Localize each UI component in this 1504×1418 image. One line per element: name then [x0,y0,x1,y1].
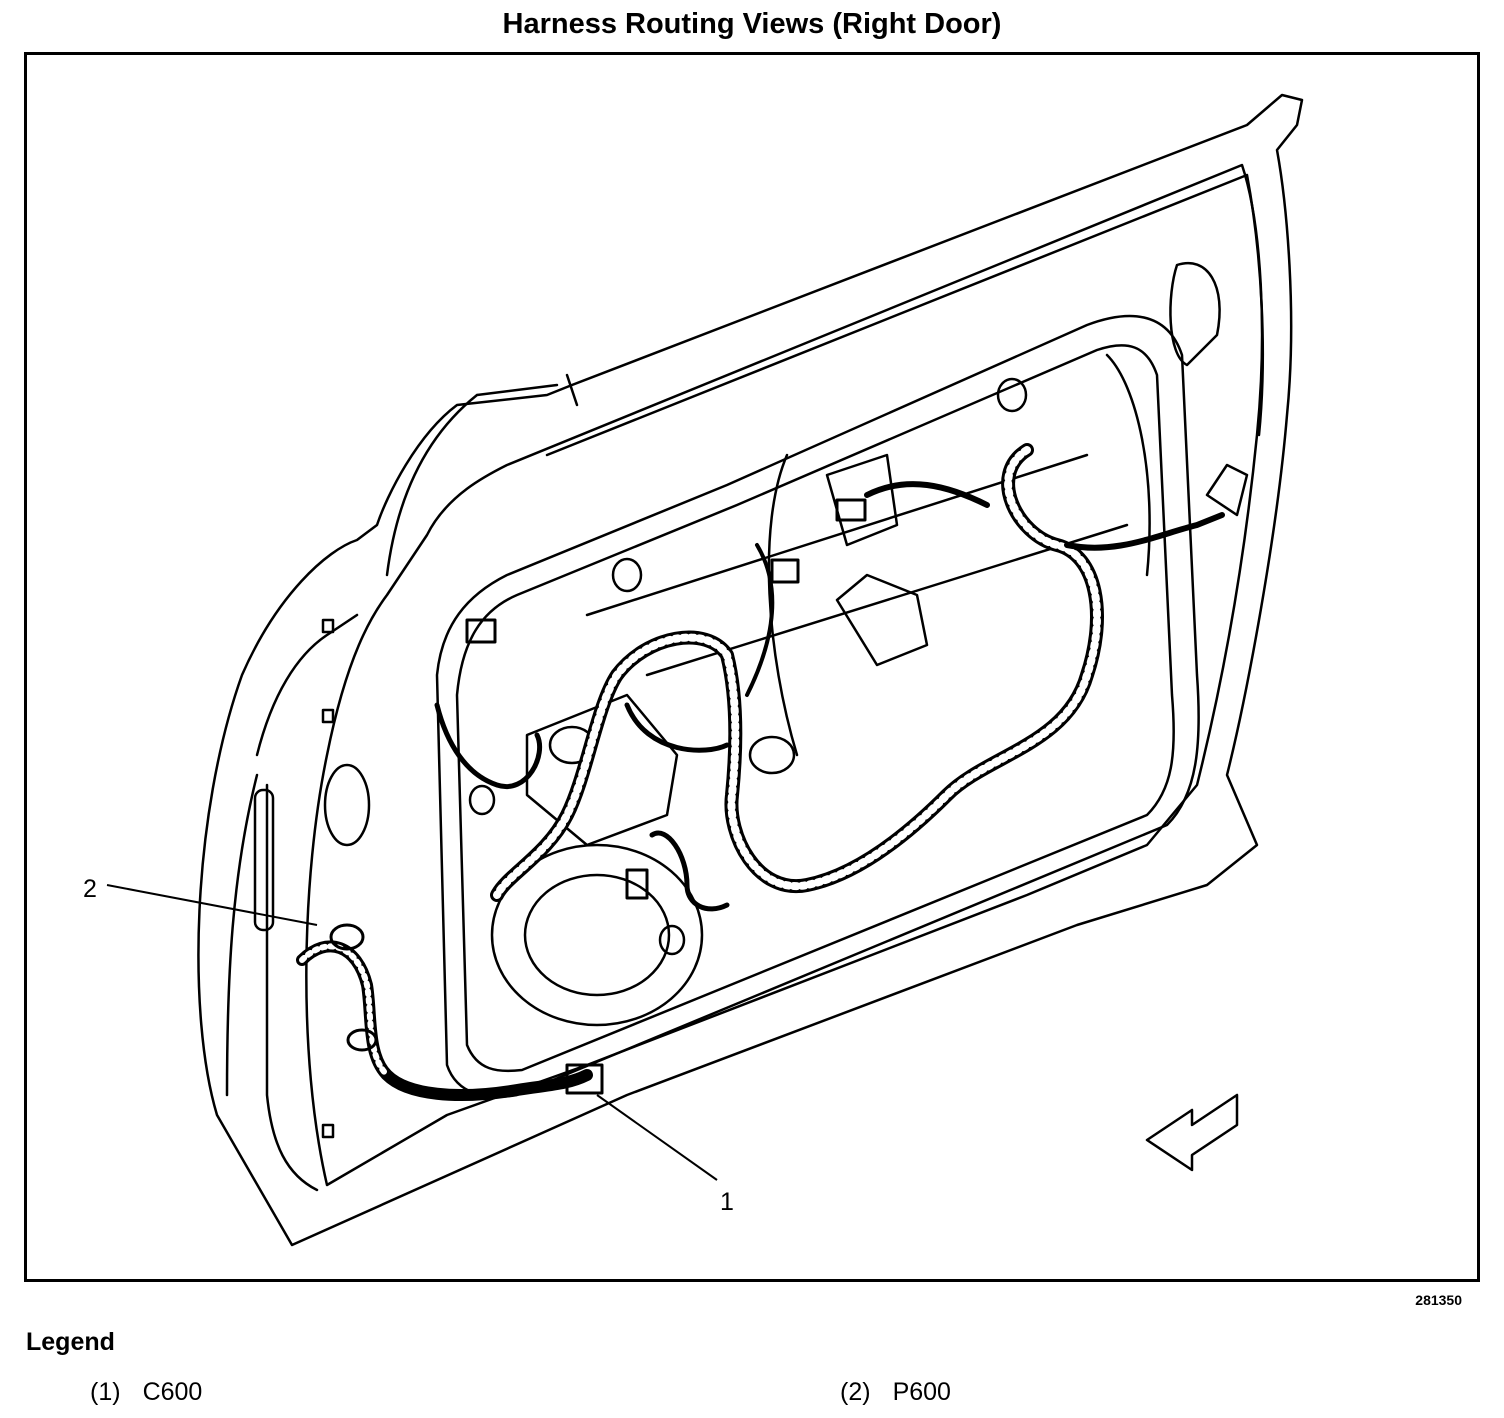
callout-leader-1 [596,1094,718,1181]
window-frame [385,173,1265,577]
latch-mechanism [1169,261,1221,367]
inner-panel-outline [305,163,1264,1187]
speaker-cone [523,873,671,997]
diagram-frame: 1 2 [24,52,1480,1282]
legend-item-text: P600 [892,1378,951,1406]
hinge-flange [225,613,359,1192]
trim-cavity [435,314,1200,1098]
legend-item: (1) C600 [90,1378,202,1407]
legend-item: (2) P600 [840,1378,951,1407]
diagram-title: Harness Routing Views (Right Door) [502,8,1002,40]
speaker-housing [490,843,704,1027]
legend-item-text: C600 [142,1378,203,1406]
lock-actuator [825,453,899,547]
door-outer-shell [197,93,1304,1247]
callout-leader-2 [106,884,318,926]
figure-id: 281350 [1415,1292,1462,1308]
trim-cavity-inner [455,344,1175,1073]
forward-arrow [1145,1093,1239,1172]
legend-item-number: (2) [840,1378,871,1406]
regulator-track [585,353,1151,757]
wiring-harness [296,443,1225,1101]
legend-item-number: (1) [90,1378,121,1406]
callout-label-1: 1 [720,1188,734,1216]
window-motor [525,693,679,847]
callout-label-2: 2 [83,875,97,903]
door-harness-illustration: 1 2 [83,93,1304,1247]
legend-heading: Legend [26,1328,115,1356]
